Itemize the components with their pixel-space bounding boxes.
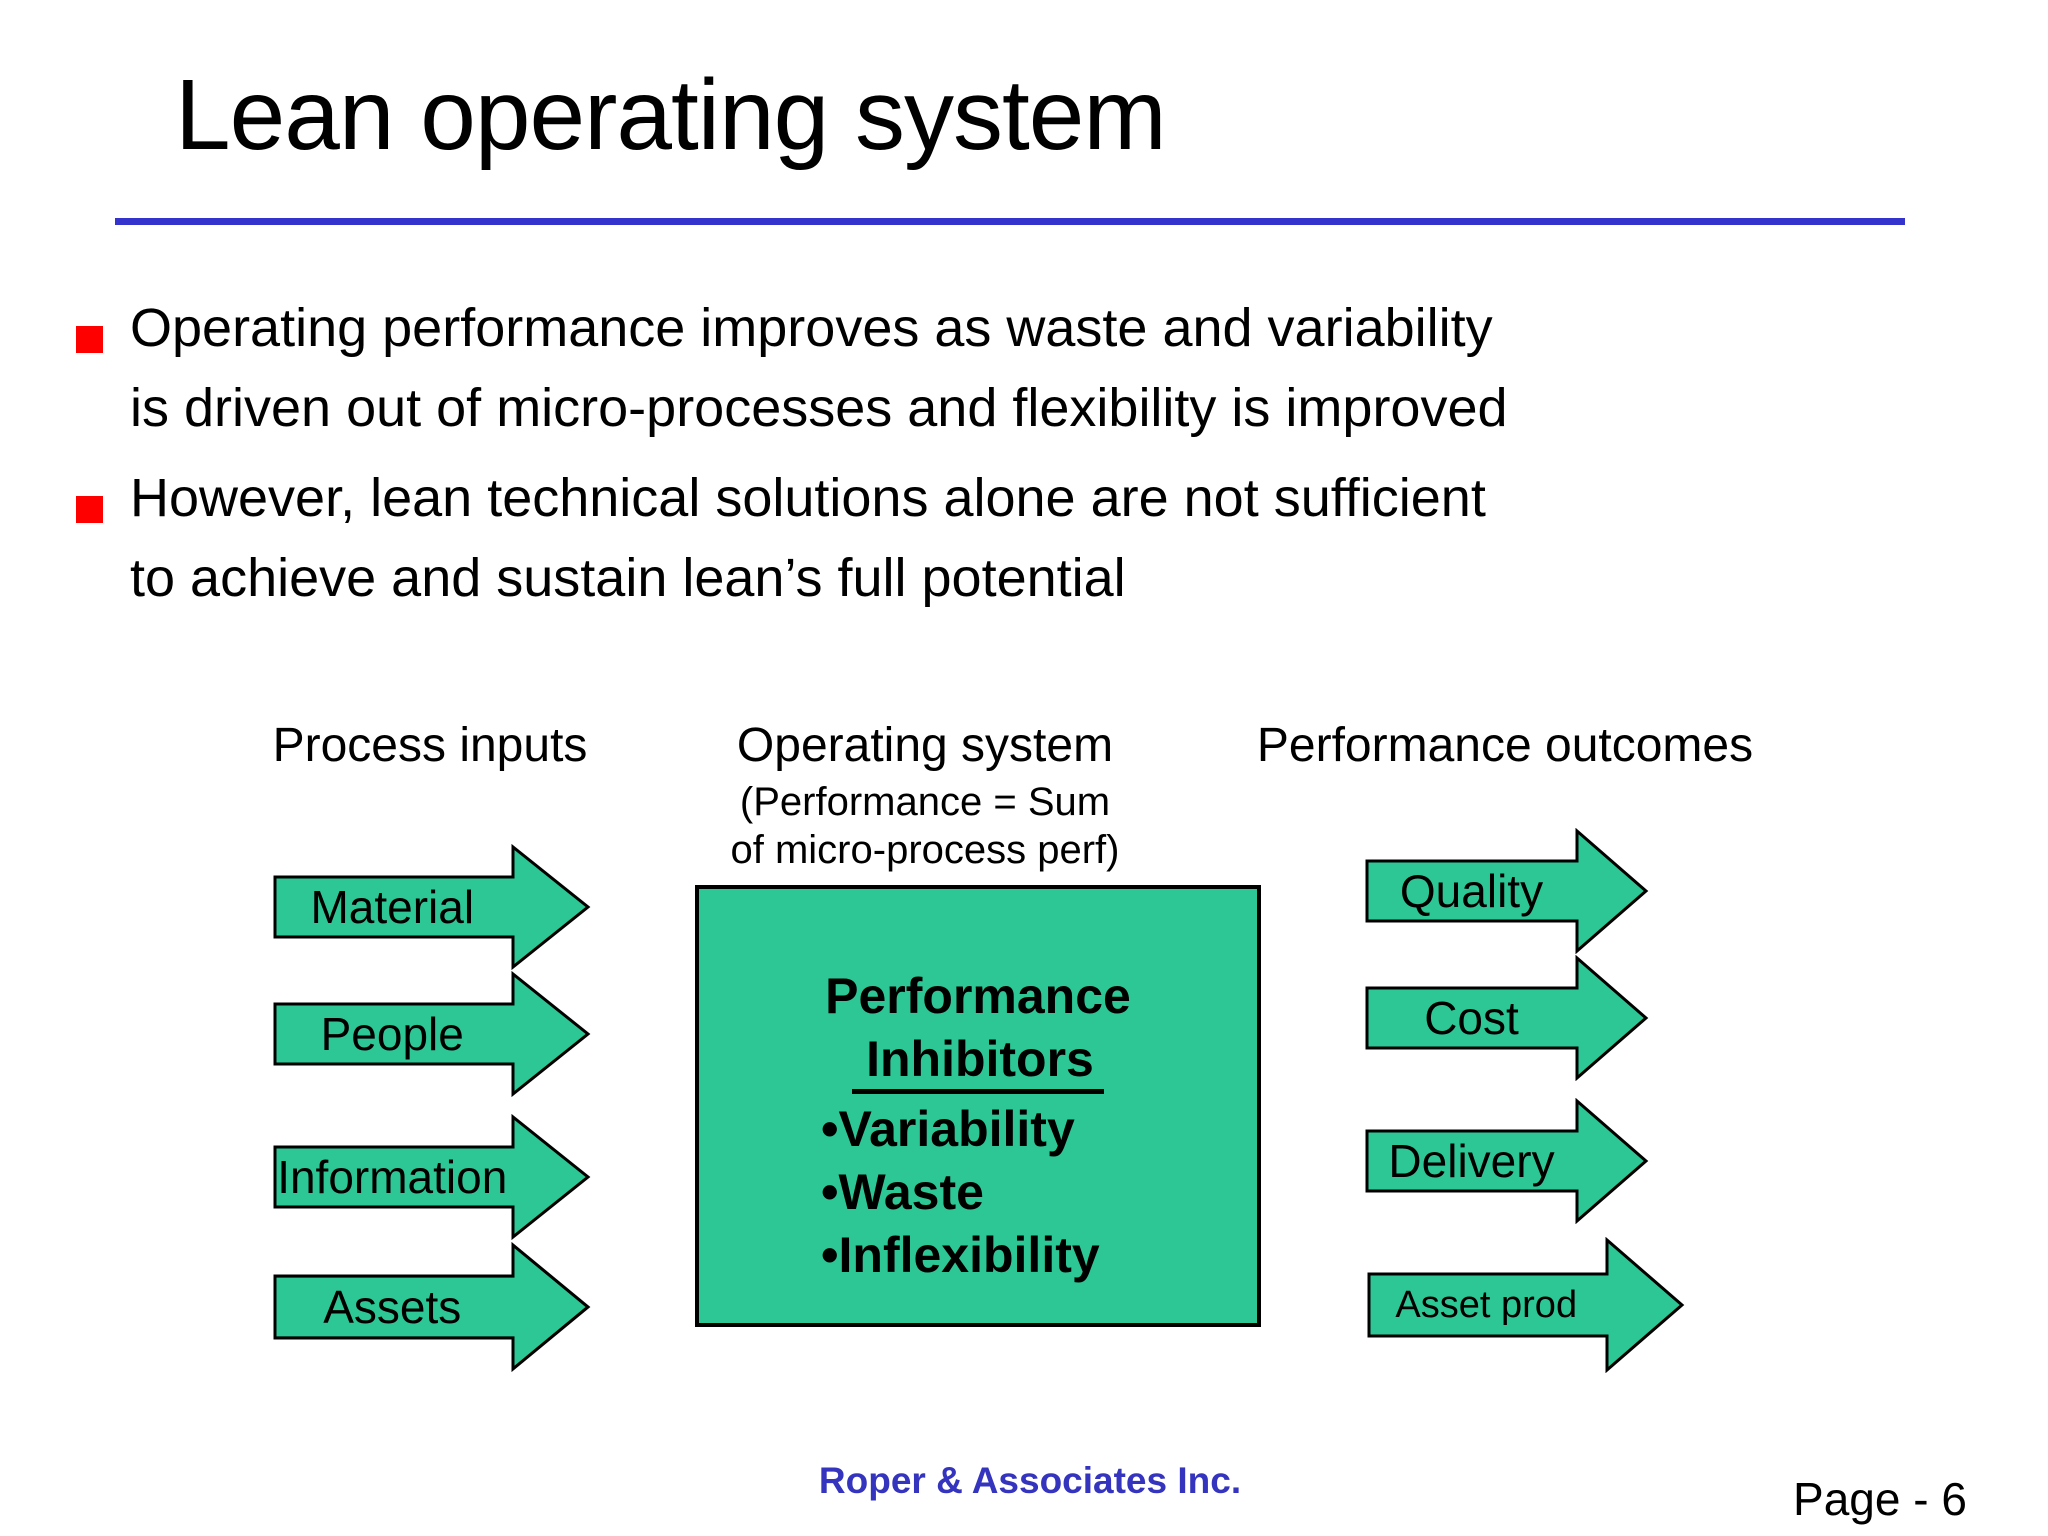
process-inputs-header: Process inputs [272, 719, 588, 772]
bullet-square-icon [76, 496, 103, 523]
dot-bullet-icon: • [821, 1227, 839, 1283]
right-arrow-icon [273, 1114, 591, 1240]
inhibitors-box-title-line-2: Inhibitors [699, 1028, 1257, 1094]
dot-bullet-icon: • [821, 1101, 839, 1157]
outcome-arrow-label: Quality [1399, 865, 1544, 917]
input-arrow-label: People [320, 1008, 464, 1060]
input-arrow-material: Material [273, 844, 591, 970]
footer-page-number: Page - 6 [1793, 1473, 1967, 1525]
input-arrow-information: Information [273, 1114, 591, 1240]
bullet-1-line-2: is driven out of micro-processes and fle… [130, 378, 1508, 438]
right-arrow-icon [273, 844, 591, 970]
inhibitor-item: •Variability [821, 1098, 1257, 1161]
inhibitor-item-label: Variability [838, 1101, 1075, 1157]
performance-outcomes-header: Performance outcomes [1256, 719, 1754, 772]
operating-system-subheader-line-1: (Performance = Sum [739, 780, 1111, 824]
inhibitor-item-label: Inflexibility [838, 1227, 1100, 1283]
right-arrow-icon [1365, 955, 1649, 1081]
inhibitors-underlined-word: Inhibitors [852, 1031, 1104, 1094]
right-arrow-icon [1367, 1237, 1685, 1373]
input-arrow-assets: Assets [273, 1242, 591, 1372]
inhibitor-item-label: Waste [838, 1164, 984, 1220]
right-arrow-icon [1365, 1098, 1649, 1224]
outcome-arrow-cost: Cost [1365, 955, 1649, 1081]
dot-bullet-icon: • [821, 1164, 839, 1220]
right-arrow-icon [273, 1242, 591, 1372]
outcome-arrow-label: Cost [1424, 992, 1519, 1044]
inhibitors-list: •Variability •Waste •Inflexibility [821, 1098, 1257, 1287]
bullet-square-icon [76, 326, 103, 353]
footer-company-name: Roper & Associates Inc. [818, 1460, 1242, 1501]
inhibitors-box-title-line-1: Performance [825, 968, 1131, 1024]
performance-inhibitors-box: Performance Inhibitors •Variability •Was… [695, 885, 1261, 1327]
input-arrow-label: Information [277, 1151, 508, 1203]
inhibitor-item: •Waste [821, 1161, 1257, 1224]
operating-system-subheader-line-2: of micro-process perf) [730, 828, 1120, 872]
bullet-2-line-2: to achieve and sustain lean’s full poten… [130, 548, 1126, 608]
input-arrow-label: Assets [323, 1281, 462, 1333]
input-arrow-label: Material [310, 881, 475, 933]
outcome-arrow-delivery: Delivery [1365, 1098, 1649, 1224]
inhibitor-item: •Inflexibility [821, 1224, 1257, 1287]
outcome-arrow-quality: Quality [1365, 828, 1649, 954]
right-arrow-icon [273, 971, 591, 1097]
bullet-2-text: However, lean technical solutions alone … [130, 458, 1590, 618]
right-arrow-icon [1365, 828, 1649, 954]
input-arrow-people: People [273, 971, 591, 1097]
bullet-1-line-1: Operating performance improves as waste … [130, 298, 1493, 358]
outcome-arrow-asset-prod: Asset prod [1367, 1237, 1685, 1373]
operating-system-subheader: (Performance = Sum of micro-process perf… [675, 778, 1175, 874]
title-underline-rule [115, 218, 1905, 225]
page-title: Lean operating system [175, 59, 1167, 171]
bullet-1-text: Operating performance improves as waste … [130, 288, 1590, 448]
operating-system-header: Operating system [736, 719, 1114, 772]
bullet-2-line-1: However, lean technical solutions alone … [130, 468, 1486, 528]
outcome-arrow-label: Delivery [1388, 1135, 1555, 1187]
outcome-arrow-label: Asset prod [1395, 1283, 1578, 1326]
